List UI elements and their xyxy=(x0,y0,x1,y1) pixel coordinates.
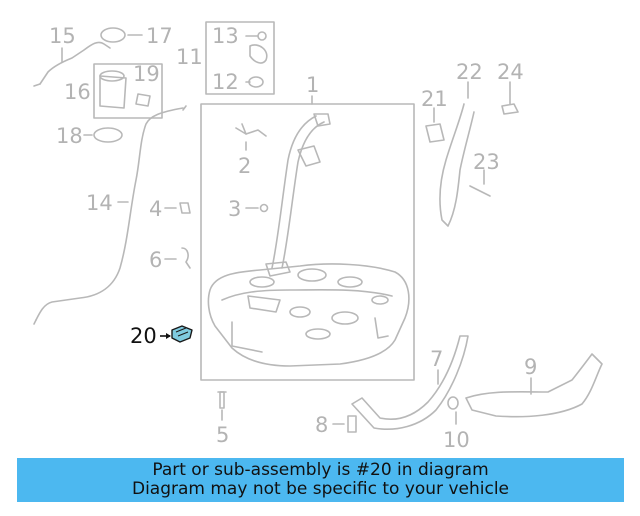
callout-22: 22 xyxy=(456,60,483,84)
callout-3: 3 xyxy=(228,197,242,221)
fuel-tank-frame xyxy=(200,103,415,381)
callout-11: 11 xyxy=(176,45,203,69)
callout-8: 8 xyxy=(315,413,329,437)
callout-21: 21 xyxy=(421,87,448,111)
part-15-hose xyxy=(39,41,111,85)
callout-19: 19 xyxy=(133,62,160,86)
part-22-pipe xyxy=(439,103,475,227)
callout-14: 14 xyxy=(86,191,113,215)
part-9-shield xyxy=(465,353,603,418)
banner-line-disclaimer: Diagram may not be specific to your vehi… xyxy=(131,479,509,499)
info-banner: Part or sub-assembly is #20 in diagram D… xyxy=(17,458,624,502)
part-20-highlight xyxy=(160,325,193,343)
callout-12: 12 xyxy=(212,70,239,94)
callout-15: 15 xyxy=(49,24,76,48)
callout-17: 17 xyxy=(146,24,173,48)
callout-16: 16 xyxy=(64,80,91,104)
callout-6: 6 xyxy=(149,248,163,272)
callout-4: 4 xyxy=(149,197,163,221)
callout-13: 13 xyxy=(212,24,239,48)
callout-24: 24 xyxy=(497,60,524,84)
callout-2: 2 xyxy=(238,154,252,178)
part-13-cap xyxy=(249,44,268,64)
callout-5: 5 xyxy=(216,423,230,447)
fuel-tank xyxy=(207,113,410,367)
part-7-strap xyxy=(351,335,469,430)
callout-20: 20 xyxy=(130,324,157,348)
part-16-pump xyxy=(99,75,127,109)
part-14-fuel-line xyxy=(35,107,184,321)
part-2-hose xyxy=(235,127,267,137)
callout-10: 10 xyxy=(443,428,470,452)
callout-23: 23 xyxy=(473,150,500,174)
callout-9: 9 xyxy=(524,355,538,379)
callout-18: 18 xyxy=(56,124,83,148)
callout-1: 1 xyxy=(306,73,320,97)
callout-7: 7 xyxy=(430,347,444,371)
banner-line-part: Part or sub-assembly is #20 in diagram xyxy=(152,460,489,480)
